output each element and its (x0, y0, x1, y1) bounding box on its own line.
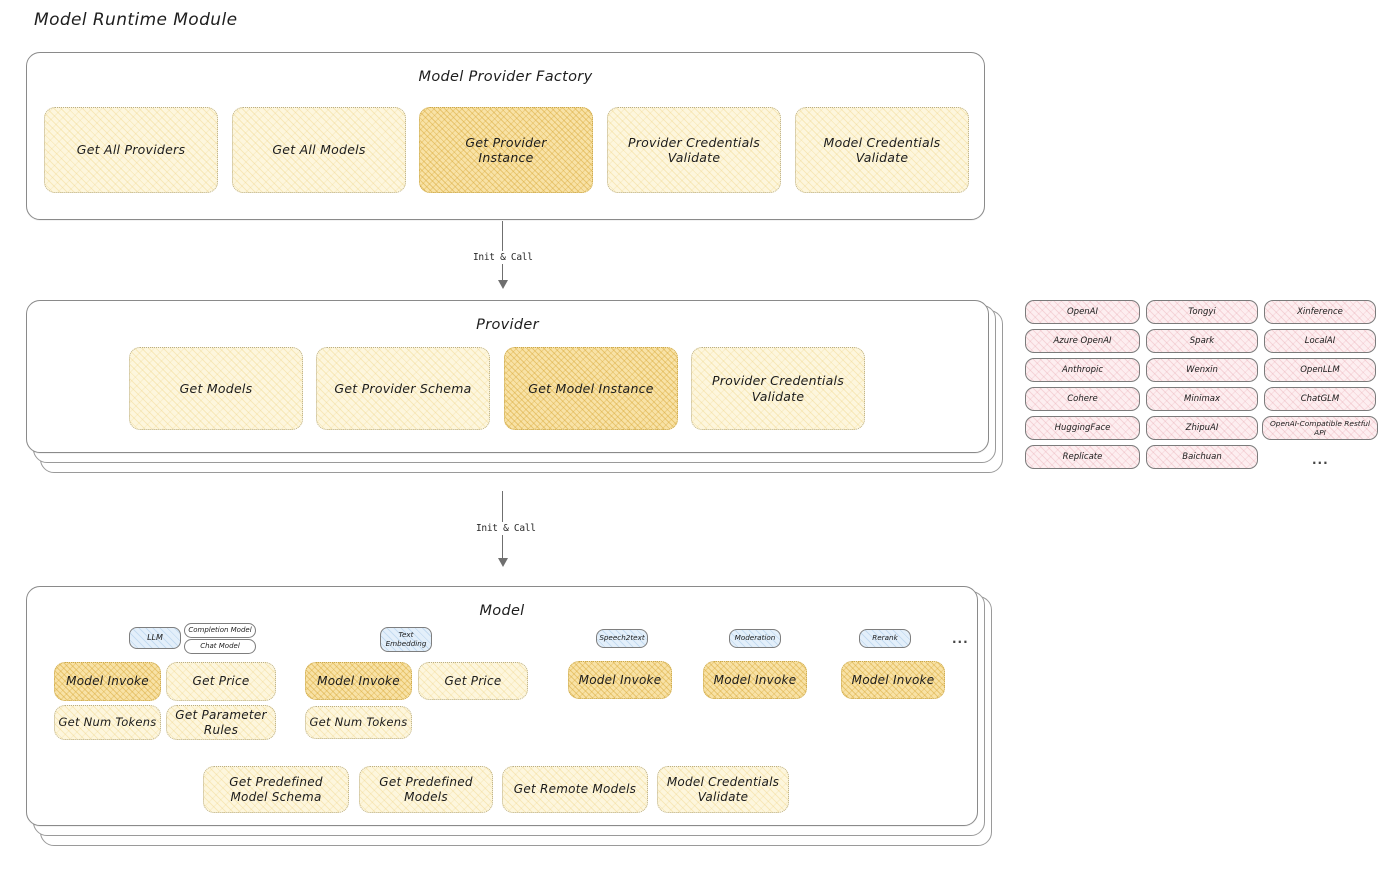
provider-pill-spark[interactable]: Spark (1146, 329, 1258, 353)
method-box-llm-model-invoke[interactable]: Model Invoke (54, 662, 161, 701)
model-type-badge-rerank[interactable]: Rerank (859, 629, 911, 648)
provider-pill-cohere[interactable]: Cohere (1025, 387, 1140, 411)
method-box-get-predefined-models[interactable]: Get Predefined Models (359, 766, 493, 813)
provider-pill-zhipuai[interactable]: ZhipuAI (1146, 416, 1258, 440)
method-box-provider-credentials-validate[interactable]: Provider Credentials Validate (607, 107, 781, 193)
method-box-get-provider-schema[interactable]: Get Provider Schema (316, 347, 490, 430)
provider-pill-openllm[interactable]: OpenLLM (1264, 358, 1376, 382)
model-type-badge-llm[interactable]: LLM (129, 627, 181, 649)
provider-pill-baichuan[interactable]: Baichuan (1146, 445, 1258, 469)
method-box-get-predefined-model-schema[interactable]: Get Predefined Model Schema (203, 766, 349, 813)
group-title-model: Model (479, 603, 525, 619)
provider-pill-wenxin[interactable]: Wenxin (1146, 358, 1258, 382)
method-box-provider-credentials-validate-2[interactable]: Provider Credentials Validate (691, 347, 865, 430)
arrow-label-init-call-2: Init & Call (472, 522, 540, 535)
method-box-speech2text-model-invoke[interactable]: Model Invoke (568, 661, 672, 699)
group-title-model-provider-factory: Model Provider Factory (418, 69, 593, 85)
method-box-get-model-instance[interactable]: Get Model Instance (504, 347, 678, 430)
provider-pill-chatglm[interactable]: ChatGLM (1264, 387, 1376, 411)
arrow-head-provider-to-model (498, 558, 508, 567)
provider-list-more-ellipsis: ... (1312, 453, 1329, 467)
method-box-get-provider-instance[interactable]: Get Provider Instance (419, 107, 593, 193)
model-type-badge-speech2text[interactable]: Speech2text (596, 629, 648, 648)
method-box-llm-get-num-tokens[interactable]: Get Num Tokens (54, 705, 161, 740)
model-type-badge-moderation[interactable]: Moderation (729, 629, 781, 648)
model-types-more-ellipsis: ... (952, 632, 969, 646)
provider-pill-azure-openai[interactable]: Azure OpenAI (1025, 329, 1140, 353)
method-box-moderation-model-invoke[interactable]: Model Invoke (703, 661, 807, 699)
method-box-text-embedding-get-price[interactable]: Get Price (418, 662, 528, 700)
method-box-rerank-model-invoke[interactable]: Model Invoke (841, 661, 945, 699)
page-title: Model Runtime Module (34, 10, 238, 30)
method-box-text-embedding-get-num-tokens[interactable]: Get Num Tokens (305, 706, 412, 739)
method-box-model-credentials-validate[interactable]: Model Credentials Validate (795, 107, 969, 193)
method-box-get-remote-models[interactable]: Get Remote Models (502, 766, 648, 813)
provider-pill-huggingface[interactable]: HuggingFace (1025, 416, 1140, 440)
provider-pill-anthropic[interactable]: Anthropic (1025, 358, 1140, 382)
model-type-sub-badge-chat-model[interactable]: Chat Model (184, 639, 256, 654)
provider-pill-replicate[interactable]: Replicate (1025, 445, 1140, 469)
arrow-head-factory-to-provider (498, 280, 508, 289)
method-box-get-all-providers[interactable]: Get All Providers (44, 107, 218, 193)
method-box-get-models[interactable]: Get Models (129, 347, 303, 430)
model-type-badge-text-embedding[interactable]: Text Embedding (380, 627, 432, 652)
provider-pill-localai[interactable]: LocalAI (1264, 329, 1376, 353)
arrow-label-init-call-1: Init & Call (469, 251, 537, 264)
method-box-llm-get-parameter-rules[interactable]: Get Parameter Rules (166, 705, 276, 740)
model-type-sub-badge-completion-model[interactable]: Completion Model (184, 623, 256, 638)
method-box-get-all-models[interactable]: Get All Models (232, 107, 406, 193)
method-box-model-credentials-validate-2[interactable]: Model Credentials Validate (657, 766, 789, 813)
group-title-provider: Provider (476, 317, 539, 333)
method-box-text-embedding-model-invoke[interactable]: Model Invoke (305, 662, 412, 700)
provider-pill-openai[interactable]: OpenAI (1025, 300, 1140, 324)
provider-pill-openai-compatible-restful-api[interactable]: OpenAI-Compatible Restful API (1262, 416, 1378, 440)
provider-pill-minimax[interactable]: Minimax (1146, 387, 1258, 411)
provider-pill-xinference[interactable]: Xinference (1264, 300, 1376, 324)
method-box-llm-get-price[interactable]: Get Price (166, 662, 276, 701)
provider-pill-tongyi[interactable]: Tongyi (1146, 300, 1258, 324)
